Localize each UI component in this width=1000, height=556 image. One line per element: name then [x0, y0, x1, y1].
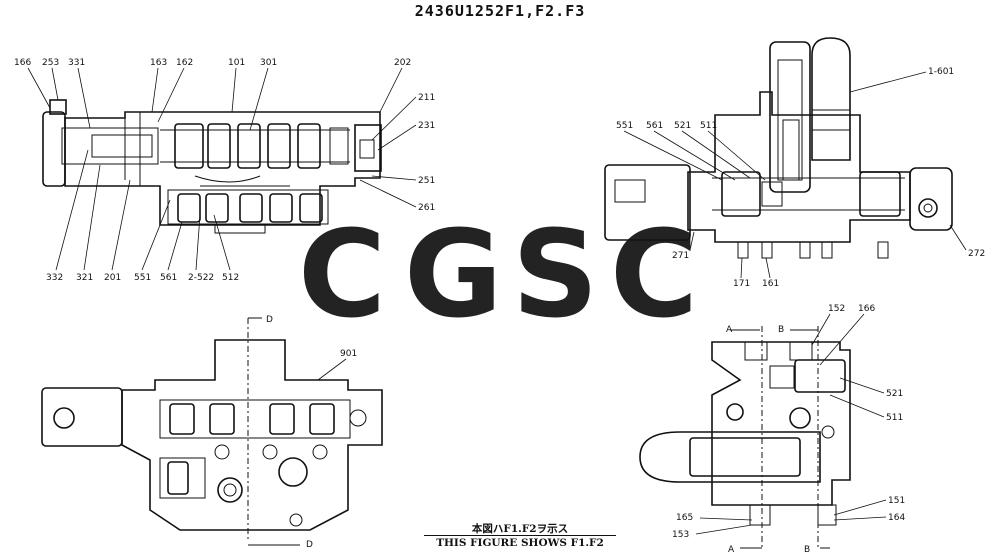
label: 101 [228, 58, 245, 68]
label: 521 [886, 389, 903, 399]
section-mark: D [266, 315, 273, 325]
view-top-right [604, 37, 953, 259]
label: 162 [176, 58, 193, 68]
watermark-letter: C [298, 206, 386, 345]
label: 165 [676, 513, 693, 523]
label: 152 [828, 304, 845, 314]
label: 301 [260, 58, 277, 68]
label: 153 [672, 530, 689, 540]
labels-bottom-right: A B 152 166 521 511 151 165 164 153 A B [672, 304, 905, 555]
label: 331 [68, 58, 85, 68]
label: 166 [858, 304, 875, 314]
label: 2-522 [188, 273, 214, 283]
label: 521 [674, 121, 691, 131]
label: 271 [672, 251, 689, 261]
watermark-letter: G [404, 206, 503, 345]
label: 166 [14, 58, 31, 68]
caption-english: THIS FIGURE SHOWS F1.F2 [436, 537, 604, 549]
label: 201 [104, 273, 121, 283]
watermark-letter: C [610, 206, 698, 345]
label: 251 [418, 176, 435, 186]
label: 561 [160, 273, 177, 283]
labels-top-left: 166 253 331 163 162 101 301 202 211 231 … [14, 58, 435, 283]
label: 161 [762, 279, 779, 289]
label: 1-601 [928, 67, 954, 77]
label: 253 [42, 58, 59, 68]
label: 171 [733, 279, 750, 289]
label: 211 [418, 93, 435, 103]
label: 163 [150, 58, 167, 68]
label: 551 [134, 273, 151, 283]
label: 561 [646, 121, 663, 131]
label: 202 [394, 58, 411, 68]
label: 231 [418, 121, 435, 131]
section-mark: B [804, 545, 810, 555]
label: 551 [616, 121, 633, 131]
view-top-left [42, 99, 382, 234]
label: 321 [76, 273, 93, 283]
label: 332 [46, 273, 63, 283]
view-bottom-right [639, 326, 851, 549]
label: 261 [418, 203, 435, 213]
caption-divider [424, 535, 616, 536]
label: 511 [886, 413, 903, 423]
label: 512 [222, 273, 239, 283]
labels-bottom-left: D 901 D [266, 315, 357, 550]
label: 901 [340, 349, 357, 359]
label: 164 [888, 513, 905, 523]
view-bottom-left [41, 317, 383, 546]
section-mark: A [726, 325, 733, 335]
labels-top-right: 1-601 551 561 521 511 271 171 161 272 [616, 67, 985, 289]
drawing-title: 2436U1252F1,F2.F3 [414, 2, 586, 20]
caption-japanese: 本図ハF1.F2ヲ示ス [471, 523, 569, 535]
label: 511 [700, 121, 717, 131]
section-mark: B [778, 325, 784, 335]
watermark-letter: S [512, 206, 598, 345]
section-mark: D [306, 540, 313, 550]
label: 272 [968, 249, 985, 259]
cgsc-watermark: C G S C [298, 206, 698, 345]
section-mark: A [728, 545, 735, 555]
label: 151 [888, 496, 905, 506]
